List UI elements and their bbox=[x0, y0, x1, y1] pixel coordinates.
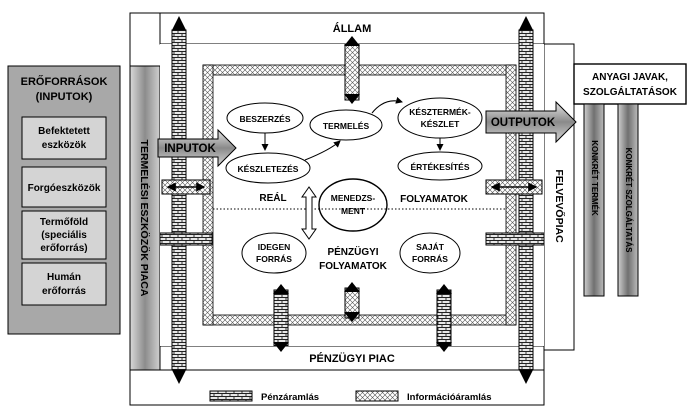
money-connector-left-upper bbox=[159, 232, 213, 246]
svg-text:eszközök: eszközök bbox=[42, 140, 87, 151]
legend-label-penzaramlas: Pénzáramlás bbox=[261, 392, 319, 403]
menedzsment-node bbox=[318, 178, 388, 232]
process-nodes: BESZERZÉS TERMELÉS KÉSZLETEZÉS KÉSZTERMÉ… bbox=[225, 97, 483, 274]
svg-text:BESZERZÉS: BESZERZÉS bbox=[239, 114, 290, 124]
termeles-node bbox=[309, 109, 383, 141]
felvevopiac-label: FELVEVŐPIAC bbox=[553, 169, 566, 243]
svg-text:IDEGEN: IDEGEN bbox=[258, 242, 291, 252]
svg-text:Termőföld: Termőföld bbox=[40, 217, 88, 228]
legend-label-informacioaramlas: Információáramlás bbox=[407, 392, 491, 403]
penzugyi-piac-label: PÉNZÜGYI PIAC bbox=[309, 352, 395, 365]
penzugyi-folyamatok-label-2: FOLYAMATOK bbox=[319, 261, 388, 272]
outputok-arrow: OUTPUTOK bbox=[485, 100, 577, 144]
eroforrasok-subtitle: (INPUTOK) bbox=[36, 91, 93, 103]
kesztermek-keszlet-node bbox=[397, 97, 483, 139]
svg-text:Forgóeszközök: Forgóeszközök bbox=[28, 183, 101, 194]
svg-text:erőforrás): erőforrás) bbox=[40, 243, 87, 254]
svg-text:SAJÁT: SAJÁT bbox=[416, 242, 445, 252]
management-link-arrow bbox=[301, 186, 317, 240]
svg-text:Humán: Humán bbox=[47, 272, 81, 283]
svg-text:KÉSZTERMÉK-: KÉSZTERMÉK- bbox=[409, 107, 471, 117]
svg-text:(speciális: (speciális bbox=[41, 230, 87, 241]
legend-swatch-informacioaramlas bbox=[355, 390, 399, 402]
penzugyi-folyamatok-label-1: PÉNZÜGYI bbox=[327, 245, 378, 258]
outputok-label: OUTPUTOK bbox=[491, 117, 556, 129]
penzugyi-piac-information-arrow bbox=[344, 282, 360, 322]
svg-text:SZOLGÁLTATÁSOK: SZOLGÁLTATÁSOK bbox=[583, 85, 678, 98]
information-arrow-left bbox=[161, 179, 211, 195]
svg-text:ANYAGI JAVAK,: ANYAGI JAVAK, bbox=[592, 72, 668, 83]
svg-text:FORRÁS: FORRÁS bbox=[412, 254, 448, 264]
sajat-forras-node bbox=[399, 232, 461, 274]
inputok-arrow: INPUTOK bbox=[157, 128, 237, 168]
penzugyi-piac-money-arrow-left bbox=[273, 284, 289, 352]
resource-box-termofold bbox=[21, 210, 107, 260]
idegen-forras-node bbox=[241, 232, 307, 274]
svg-text:Befektetett: Befektetett bbox=[38, 126, 90, 137]
svg-text:KONKRÉT TERMÉK: KONKRÉT TERMÉK bbox=[590, 140, 599, 216]
konkret-szolgaltatas-column: KONKRÉT SZOLGÁLTATÁS bbox=[617, 103, 639, 297]
money-flow-column-left bbox=[171, 16, 187, 384]
folyamatok-label: FOLYAMATOK bbox=[400, 194, 469, 205]
legend-swatch-penzaramlas bbox=[209, 390, 253, 402]
svg-text:MENT: MENT bbox=[341, 206, 366, 216]
konkret-termek-column: KONKRÉT TERMÉK bbox=[583, 103, 605, 297]
real-label: REÁL bbox=[259, 191, 286, 204]
svg-text:KONKRÉT SZOLGÁLTATÁS: KONKRÉT SZOLGÁLTATÁS bbox=[624, 148, 633, 254]
allam-label: ÁLLAM bbox=[333, 22, 372, 35]
anyagi-javak-box: ANYAGI JAVAK, SZOLGÁLTATÁSOK bbox=[573, 63, 687, 105]
ertekesites-node bbox=[397, 151, 483, 181]
keszletezes-node bbox=[225, 152, 311, 184]
inputok-label: INPUTOK bbox=[164, 143, 216, 155]
process-arrows bbox=[261, 96, 444, 161]
legend: Pénzáramlás Információáramlás bbox=[209, 390, 491, 403]
information-arrow-right bbox=[485, 179, 543, 195]
money-flow-column-right bbox=[518, 16, 534, 384]
resource-box-forgoeszkozok bbox=[21, 166, 107, 208]
svg-text:TERMELÉS: TERMELÉS bbox=[323, 121, 370, 131]
resource-box-human bbox=[21, 262, 107, 306]
penzugyi-piac-money-arrow-right bbox=[436, 284, 452, 352]
termelesi-eszkozok-piaca-label: TERMELÉSI ESZKÖZÖK PIACA bbox=[138, 140, 151, 297]
eroforrasok-panel: ERŐFORRÁSOK (INPUTOK) Befektetett eszköz… bbox=[7, 65, 121, 335]
allam-information-arrow bbox=[344, 36, 360, 104]
svg-text:ÉRTÉKESÍTÉS: ÉRTÉKESÍTÉS bbox=[410, 162, 469, 172]
svg-text:MENEDZS-: MENEDZS- bbox=[331, 193, 376, 203]
eroforrasok-title: ERŐFORRÁSOK bbox=[21, 75, 108, 88]
svg-text:KÉSZLET: KÉSZLET bbox=[421, 119, 461, 129]
resource-box-befektetett bbox=[21, 116, 107, 160]
svg-text:FORRÁS: FORRÁS bbox=[256, 254, 292, 264]
svg-text:KÉSZLETEZÉS: KÉSZLETEZÉS bbox=[238, 164, 299, 174]
svg-text:erőforrás: erőforrás bbox=[42, 286, 86, 297]
money-connector-right-upper bbox=[485, 232, 545, 246]
termelesi-eszkozok-piaca-column bbox=[129, 65, 161, 371]
